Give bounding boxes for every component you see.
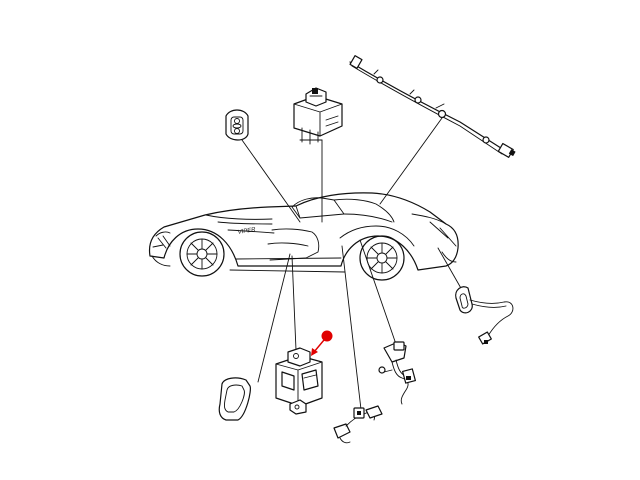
switch-icon: [275, 347, 323, 415]
connector-icon: [378, 341, 416, 405]
car-illustration: VIPER: [148, 192, 459, 281]
car-badge: VIPER: [237, 227, 256, 236]
grommet-icon: [225, 109, 249, 141]
rear-wheel: [359, 235, 405, 281]
leader-lines: [241, 117, 463, 419]
red-dot-marker-icon: [311, 330, 333, 356]
module-icon: [293, 87, 343, 145]
bezel-icon: [218, 377, 251, 421]
rear-wire-grommet: [455, 286, 514, 345]
connector-icon: [333, 405, 383, 444]
harness-icon: [349, 55, 516, 158]
front-wheel: [179, 231, 225, 277]
